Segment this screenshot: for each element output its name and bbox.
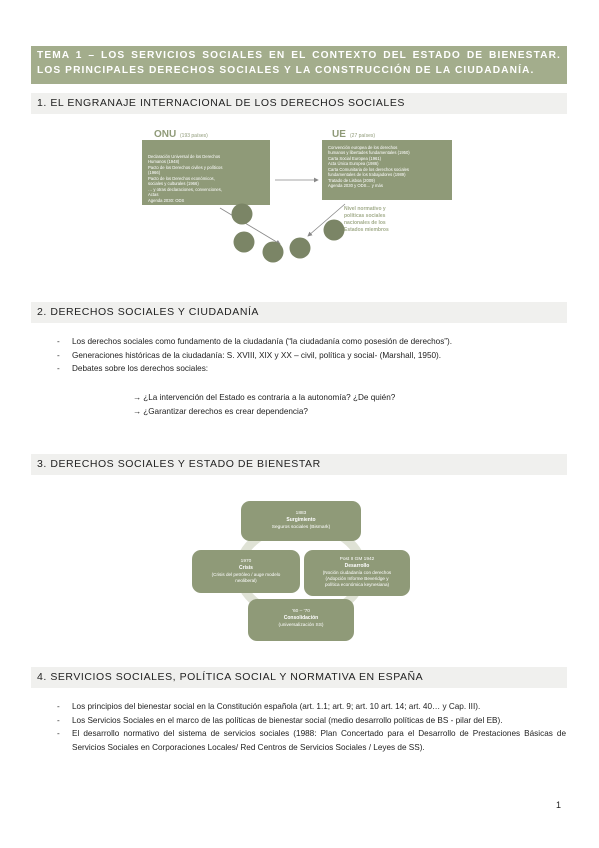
stage-desc: (Adopción Informe Beveridge y [325, 576, 389, 581]
ue-count: (27 países) [350, 133, 375, 139]
ue-item: Tratado de Lisboa (2009) [328, 178, 375, 183]
nivel-line: Nivel normativo y [344, 206, 386, 212]
stage-box-desarrollo [304, 550, 410, 596]
debate-text: ¿Garantizar derechos es crear dependenci… [143, 406, 308, 416]
member-state-circle [289, 237, 311, 259]
debate-questions: →¿La intervención del Estado es contrari… [133, 391, 395, 418]
stage-year: '60 – '70 [292, 608, 310, 614]
section-heading-4: 4. SERVICIOS SOCIALES, POLÍTICA SOCIAL Y… [31, 667, 567, 688]
stage-name: Consolidación [284, 615, 318, 621]
welfare-state-cycle-diagram: 1883 Surgimiento Seguros sociales (Bisma… [192, 501, 410, 641]
ue-item: fundamentales de los trabajadores (1989) [328, 172, 406, 177]
page-number: 1 [556, 800, 562, 810]
onu-item: sociales y culturales (1966) [148, 181, 199, 186]
stage-desc: (Noción ciudadanía con derechos [323, 570, 392, 575]
ue-items: Convención europea de los derechos human… [328, 145, 410, 188]
ue-box [322, 140, 452, 200]
onu-box [142, 140, 270, 205]
section-heading-1: 1. EL ENGRANAJE INTERNACIONAL DE LOS DER… [31, 93, 567, 114]
list-item: El desarrollo normativo del sistema de s… [57, 727, 566, 754]
list-item: Los derechos sociales como fundamento de… [57, 335, 566, 349]
international-rights-diagram: ONU (193 países) Declaración Universal d… [142, 129, 452, 263]
debate-question: →¿Garantizar derechos es crear dependenc… [133, 405, 395, 419]
stage-year: Post II GM 1942 [340, 556, 375, 562]
stage-name: Crisis [239, 565, 253, 571]
onu-count: (193 países) [180, 133, 208, 139]
onu-down-arrow [219, 207, 281, 245]
onu-item: Declaración Universal de los Derechos [148, 154, 220, 159]
list-item: Generaciones históricas de la ciudadanía… [57, 349, 566, 363]
section4-bullet-list: Los principios del bienestar social en l… [57, 700, 566, 754]
list-item: Los Servicios Sociales en el marco de la… [57, 714, 566, 728]
arrow-icon: → [133, 393, 142, 402]
ue-label: UE [332, 129, 346, 140]
debate-text: ¿La intervención del Estado es contraria… [143, 393, 396, 402]
onu-item: Pacto de los Derechos económicos, [148, 176, 215, 181]
stage-desc: (universalización SS) [278, 622, 323, 628]
stage-year: 1883 [296, 510, 307, 516]
section2-bullet-list: Los derechos sociales como fundamento de… [57, 335, 566, 376]
nivel-line: nacionales de los [344, 220, 386, 226]
stage-desc: política económica keynesiana) [325, 582, 390, 587]
onu-item: Agenda 2030: ODS [148, 198, 185, 203]
stage-desc: Seguros sociales (Bismark) [272, 524, 331, 530]
stage-desc: neoliberal) [235, 578, 257, 583]
page-title: TEMA 1 – LOS SERVICIOS SOCIALES EN EL CO… [31, 46, 567, 84]
section-heading-2: 2. DERECHOS SOCIALES Y CIUDADANÍA [31, 302, 567, 323]
arrow-icon: → [133, 406, 142, 416]
stage-desc: (Crisis del petróleo / auge modelo [212, 572, 281, 577]
onu-item: Pacto de los Derechos civiles y político… [148, 165, 222, 170]
stage-name: Desarrollo [345, 563, 370, 569]
stage-box-consolidacion [248, 599, 354, 641]
stage-year: 1970 [241, 558, 252, 564]
ue-item: Agenda 2030 y ODS… y más [328, 183, 383, 188]
stage-name: Surgimiento [286, 517, 315, 523]
ue-item: Acta Única Europea (1986) [328, 161, 379, 166]
ue-item: Carta Comunitaria de los derechos social… [328, 167, 409, 172]
onu-item: … y otras declaraciones, convenciones, [148, 187, 222, 192]
stage-box-crisis [192, 550, 300, 593]
debate-question: →¿La intervención del Estado es contrari… [133, 391, 395, 405]
onu-label: ONU [154, 129, 176, 140]
member-state-circle [262, 241, 284, 263]
onu-item: Actas [148, 192, 158, 197]
member-state-circle [233, 231, 255, 253]
ue-item: Carta Social Europea (1961) [328, 156, 382, 161]
onu-item: Humanos (1948) [148, 159, 180, 164]
nivel-line: Estados miembros [344, 227, 389, 233]
nivel-line: políticas sociales [344, 213, 386, 219]
list-item: Debates sobre los derechos sociales: [57, 362, 566, 376]
list-item: Los principios del bienestar social en l… [57, 700, 566, 714]
ue-item: Convención europea de los derechos [328, 145, 397, 150]
onu-items: Declaración Universal de los Derechos Hu… [148, 154, 222, 203]
ue-item: humanos y libertades fundamentales (1950… [328, 150, 410, 155]
nivel-normativo-label: Nivel normativo y políticas sociales nac… [344, 206, 389, 233]
stage-box-surgimiento [241, 501, 361, 541]
ue-down-arrow [307, 203, 346, 237]
section-heading-3: 3. DERECHOS SOCIALES Y ESTADO DE BIENEST… [31, 454, 567, 475]
onu-item: (1966) [148, 170, 161, 175]
member-state-circle [231, 203, 253, 225]
member-state-circle [323, 219, 345, 241]
